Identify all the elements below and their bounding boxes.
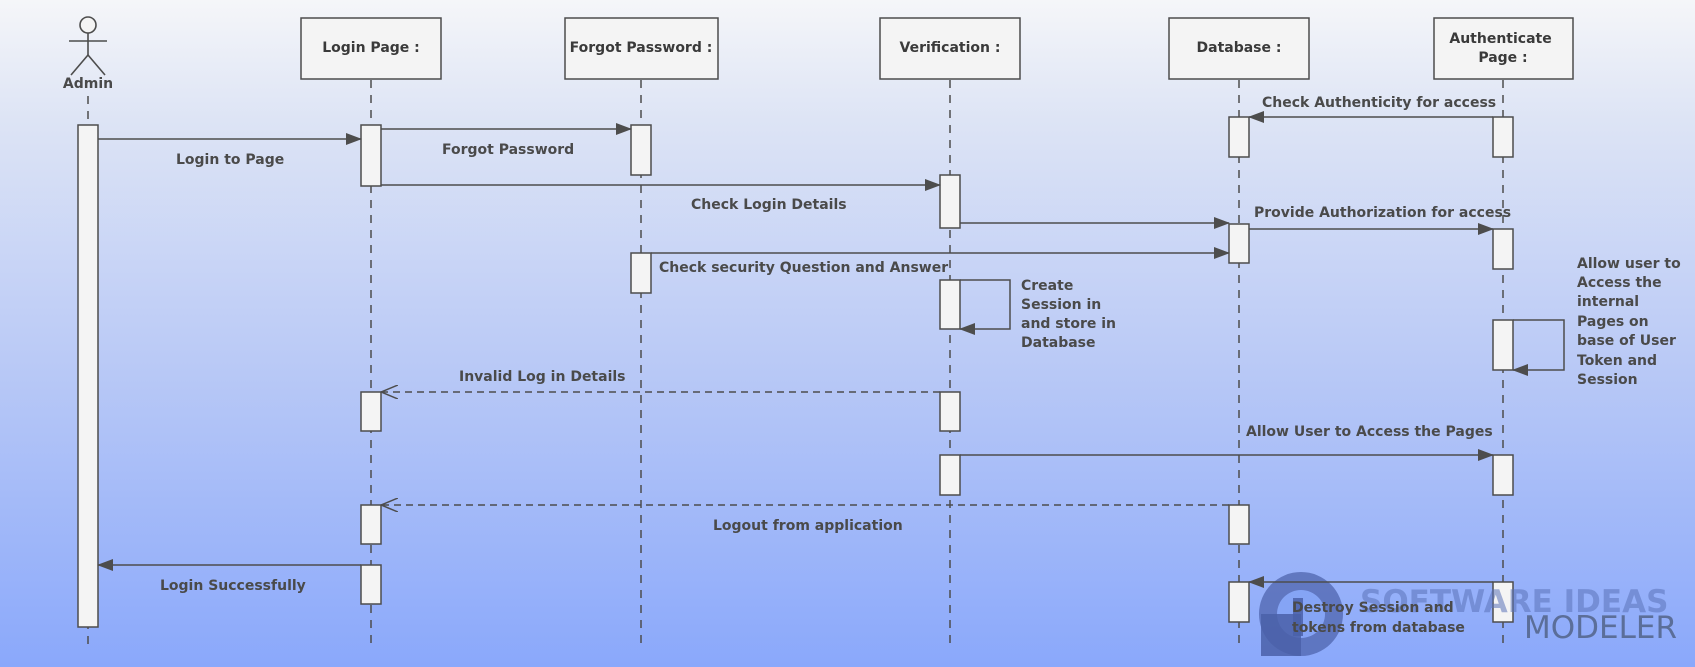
- actor-head-icon: [79, 16, 97, 34]
- activation-admin: [77, 124, 99, 628]
- lifeline-label-verify: Verification :: [900, 40, 1001, 56]
- activation-login-4: [360, 564, 382, 605]
- message-check-login-details[interactable]: Check Login Details: [381, 179, 941, 213]
- message-label-destroy-session: Destroy Session and tokens from database: [1292, 600, 1465, 636]
- message-logout[interactable]: Logout from application: [381, 505, 1229, 534]
- actor-admin[interactable]: [69, 16, 107, 76]
- activation-verify-2: [939, 279, 961, 330]
- activation-verify-1: [939, 174, 961, 229]
- message-invalid-login[interactable]: Invalid Log in Details: [381, 369, 940, 392]
- activation-auth-1: [1492, 116, 1514, 158]
- message-label-logout: Logout from application: [713, 518, 903, 534]
- message-check-authenticity[interactable]: Check Authenticity for access: [1248, 95, 1496, 123]
- activation-forgot-2: [630, 252, 652, 294]
- activation-db-4: [1228, 581, 1250, 623]
- message-allow-internal-pages[interactable]: Allow user to Access the internal Pages …: [1512, 256, 1686, 388]
- actor-label-admin: Admin: [63, 76, 113, 92]
- activation-verify-3: [939, 391, 961, 432]
- activation-db-2: [1228, 223, 1250, 264]
- activation-forgot-1: [630, 124, 652, 176]
- message-label-login-to-page: Login to Page: [176, 152, 284, 168]
- activation-auth-2: [1492, 228, 1514, 270]
- message-allow-user-pages[interactable]: Allow User to Access the Pages: [960, 424, 1494, 461]
- lifeline-header-login[interactable]: Login Page :: [300, 17, 442, 80]
- message-login-to-page[interactable]: Login to Page: [98, 133, 362, 168]
- activation-login-2: [360, 391, 382, 432]
- watermark-line1: SOFTWARE IDEAS: [1360, 584, 1668, 620]
- message-destroy-session[interactable]: Destroy Session and tokens from database: [1248, 576, 1493, 636]
- activation-login-1: [360, 124, 382, 187]
- watermark-logo: SOFTWARE IDEAS MODELER: [1259, 572, 1677, 656]
- message-label-check-security-question: Check security Question and Answer: [659, 260, 948, 276]
- lifeline-label-login: Login Page :: [322, 40, 420, 56]
- lifeline-header-verify[interactable]: Verification :: [879, 17, 1021, 80]
- message-label-allow-user-pages: Allow User to Access the Pages: [1246, 424, 1493, 440]
- message-check-security-question[interactable]: Check security Question and Answer: [651, 247, 1230, 276]
- activation-db-1: [1228, 116, 1250, 158]
- message-forgot-password[interactable]: Forgot Password: [381, 123, 632, 158]
- lifeline-label-forgot: Forgot Password :: [570, 40, 713, 56]
- message-create-session[interactable]: Create Session in and store in Database: [959, 278, 1121, 351]
- activation-login-3: [360, 504, 382, 545]
- activation-db-3: [1228, 504, 1250, 545]
- message-login-successfully[interactable]: Login Successfully: [97, 559, 361, 594]
- lifeline-header-db[interactable]: Database :: [1168, 17, 1310, 80]
- watermark-line2: MODELER: [1524, 610, 1677, 646]
- activation-verify-4: [939, 454, 961, 496]
- lifeline-header-auth[interactable]: Authenticate Page :: [1433, 17, 1574, 80]
- message-label-forgot-password: Forgot Password: [442, 142, 574, 158]
- lifeline-header-forgot[interactable]: Forgot Password :: [564, 17, 719, 80]
- activation-auth-3: [1492, 319, 1514, 371]
- message-label-provide-authorization: Provide Authorization for access: [1254, 205, 1511, 221]
- message-label-check-authenticity: Check Authenticity for access: [1262, 95, 1496, 111]
- message-provide-authorization[interactable]: Provide Authorization for access: [1249, 205, 1511, 235]
- lifeline-label-auth: Authenticate Page :: [1449, 31, 1556, 66]
- message-label-allow-internal-pages: Allow user to Access the internal Pages …: [1577, 256, 1686, 388]
- message-label-create-session: Create Session in and store in Database: [1021, 278, 1121, 351]
- message-label-invalid-login: Invalid Log in Details: [459, 369, 626, 385]
- message-label-check-login-details: Check Login Details: [691, 197, 847, 213]
- activation-auth-4: [1492, 454, 1514, 496]
- activation-bars: [77, 116, 1514, 628]
- activation-auth-5: [1492, 581, 1514, 623]
- message-label-login-successfully: Login Successfully: [160, 578, 306, 594]
- lifeline-label-db: Database :: [1197, 40, 1282, 56]
